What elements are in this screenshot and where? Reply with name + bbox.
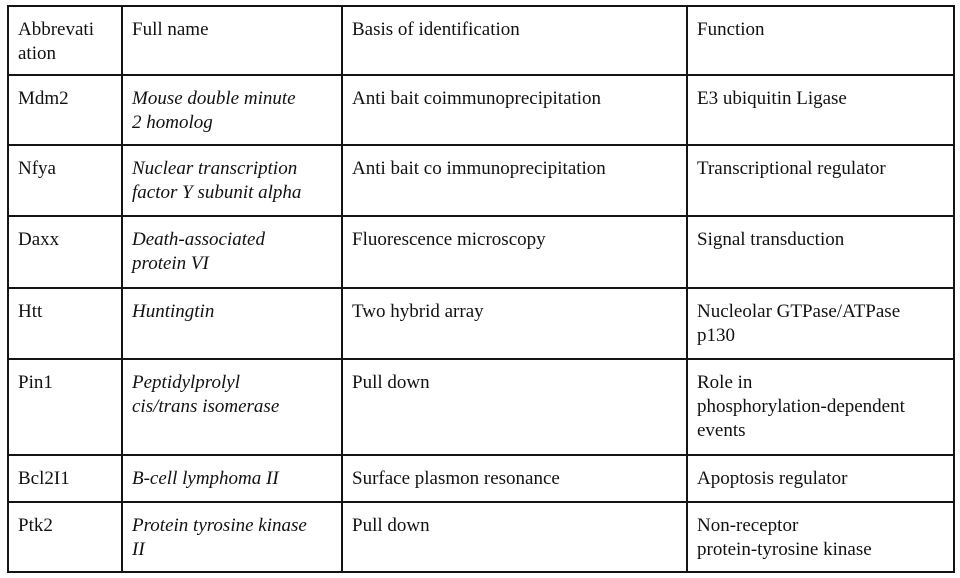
page: Abbrevati ation Full name Basis of ident… bbox=[0, 5, 960, 578]
cell-abbreviation: Nfya bbox=[7, 144, 123, 217]
cell-full-name: Huntingtin bbox=[121, 287, 343, 360]
cell-full-name: Mouse double minute 2 homolog bbox=[121, 74, 343, 146]
cell-function: E3 ubiquitin Ligase bbox=[686, 74, 955, 146]
cell-abbreviation: Daxx bbox=[7, 215, 123, 289]
cell-basis: Anti bait co immunoprecipitation bbox=[341, 144, 688, 217]
column-header-abbreviation: Abbrevati ation bbox=[7, 5, 123, 76]
cell-function: Apoptosis regulator bbox=[686, 454, 955, 503]
cell-basis: Two hybrid array bbox=[341, 287, 688, 360]
cell-abbreviation: Bcl2I1 bbox=[7, 454, 123, 503]
table-row-ptk2: Ptk2 Protein tyrosine kinase II Pull dow… bbox=[7, 501, 955, 573]
cell-basis: Pull down bbox=[341, 358, 688, 456]
cell-basis: Anti bait coimmunoprecipitation bbox=[341, 74, 688, 146]
cell-function: Non-receptor protein-tyrosine kinase bbox=[686, 501, 955, 573]
cell-abbreviation: Mdm2 bbox=[7, 74, 123, 146]
column-header-function: Function bbox=[686, 5, 955, 76]
cell-full-name: Nuclear transcription factor Y subunit a… bbox=[121, 144, 343, 217]
cell-basis: Surface plasmon resonance bbox=[341, 454, 688, 503]
cell-full-name: Death-associated protein VI bbox=[121, 215, 343, 289]
table-row-pin1: Pin1 Peptidylprolyl cis/trans isomerase … bbox=[7, 358, 955, 456]
table-row-bcl2i1: Bcl2I1 B-cell lymphoma II Surface plasmo… bbox=[7, 454, 955, 503]
table-row-nfya: Nfya Nuclear transcription factor Y subu… bbox=[7, 144, 955, 217]
cell-basis: Fluorescence microscopy bbox=[341, 215, 688, 289]
cell-function: Role in phosphorylation-dependent events bbox=[686, 358, 955, 456]
cell-abbreviation: Pin1 bbox=[7, 358, 123, 456]
table-row-htt: Htt Huntingtin Two hybrid array Nucleola… bbox=[7, 287, 955, 360]
cell-full-name: Peptidylprolyl cis/trans isomerase bbox=[121, 358, 343, 456]
cell-abbreviation: Ptk2 bbox=[7, 501, 123, 573]
cell-abbreviation: Htt bbox=[7, 287, 123, 360]
protein-interaction-table: Abbrevati ation Full name Basis of ident… bbox=[7, 5, 955, 573]
cell-basis: Pull down bbox=[341, 501, 688, 573]
cell-function: Nucleolar GTPase/ATPase p130 bbox=[686, 287, 955, 360]
header-row: Abbrevati ation Full name Basis of ident… bbox=[7, 5, 955, 76]
cell-full-name: B-cell lymphoma II bbox=[121, 454, 343, 503]
cell-function: Signal transduction bbox=[686, 215, 955, 289]
cell-full-name: Protein tyrosine kinase II bbox=[121, 501, 343, 573]
column-header-basis: Basis of identification bbox=[341, 5, 688, 76]
table-row-mdm2: Mdm2 Mouse double minute 2 homolog Anti … bbox=[7, 74, 955, 146]
table-row-daxx: Daxx Death-associated protein VI Fluores… bbox=[7, 215, 955, 289]
cell-function: Transcriptional regulator bbox=[686, 144, 955, 217]
column-header-full-name: Full name bbox=[121, 5, 343, 76]
